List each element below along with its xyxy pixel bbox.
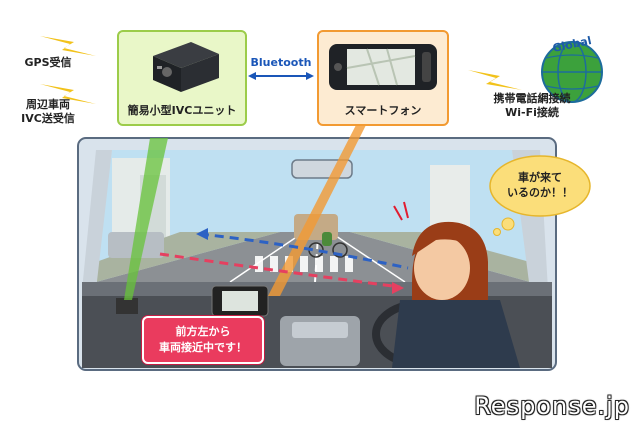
ivc-label-line1: 周辺車両	[26, 98, 70, 111]
network-label-line2: Wi-Fi接続	[505, 106, 559, 119]
alert-line2: 車両接近中です！	[159, 341, 247, 354]
bubble-line1: 車が来て	[518, 171, 562, 184]
network-label-line1: 携帯電話網接続	[493, 92, 571, 105]
ivc-unit-label: 簡易小型IVCユニット	[127, 104, 237, 117]
driver-thought-bubble	[489, 155, 591, 217]
ivc-unit-icon	[153, 42, 219, 92]
gps-label: GPS受信	[24, 56, 72, 69]
bluetooth-label: Bluetooth	[250, 56, 312, 69]
smartphone-icon	[329, 44, 437, 90]
smartphone-label: スマートフォン	[344, 104, 422, 117]
alert-line1: 前方左から	[175, 325, 231, 338]
gps-lightning-icon	[40, 36, 96, 56]
approach-alert: 前方左から 車両接近中です！	[142, 316, 264, 364]
smartphone-box: スマートフォン	[317, 30, 449, 126]
ivc-device-on-dash	[116, 298, 138, 314]
ivc-label-line2: IVC送受信	[21, 112, 75, 125]
ivc-unit-box: 簡易小型IVCユニット	[117, 30, 247, 126]
cyclist	[322, 232, 332, 246]
watermark: Response.jp	[474, 392, 630, 420]
network-lightning-icon	[468, 70, 522, 90]
bubble-line2: いるのか！！	[507, 186, 573, 199]
